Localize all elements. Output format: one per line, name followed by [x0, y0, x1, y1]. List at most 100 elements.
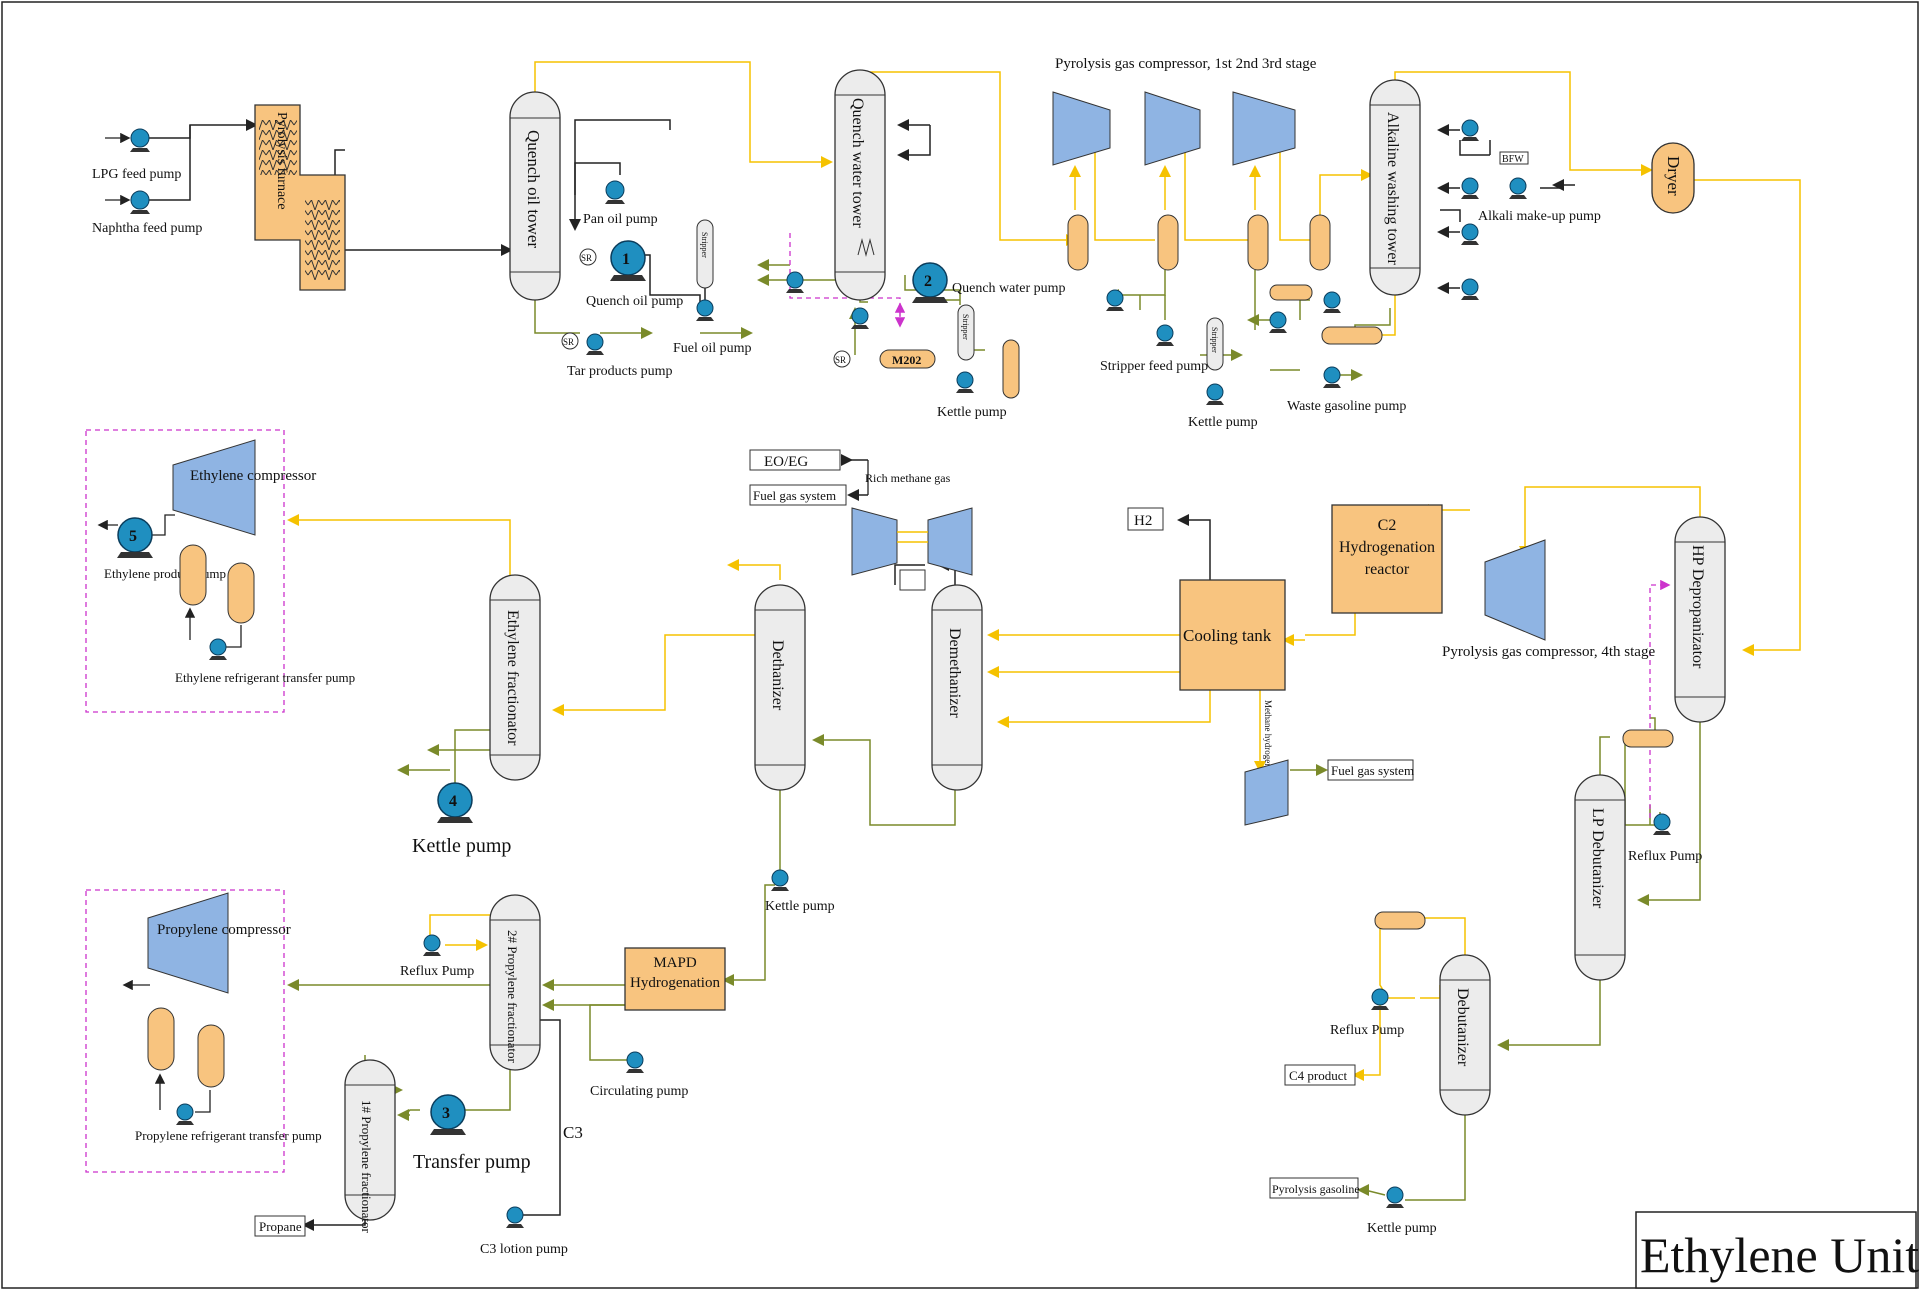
quench-water-pump: 2 Quench water pump: [912, 262, 1066, 303]
debutanizer: Debutanizer: [1439, 954, 1491, 1116]
propylene-fractionator-1: 1# Propylene fractionator: [344, 1059, 396, 1234]
propylene-fractionator-1-label: 1# Propylene fractionator: [359, 1100, 374, 1234]
pump-number-2: 2: [924, 273, 932, 290]
propylene-refrigerant-pump-label: Propylene refrigerant transfer pump: [135, 1128, 322, 1143]
bfw-label: BFW: [1502, 154, 1524, 165]
c3-lotion-pump: C3 lotion pump: [480, 1206, 568, 1257]
cooling-tank-label: Cooling tank: [1183, 626, 1272, 645]
demethanizer: Demethanizer: [931, 584, 983, 791]
pyrolysis-gasoline-label: Pyrolysis gasoline: [1272, 1182, 1360, 1196]
kettle-pump-2-label: Kettle pump: [1188, 415, 1258, 430]
waste-pumps: Waste gasoline pump: [1269, 291, 1406, 414]
debutanizer-label: Debutanizer: [1454, 988, 1471, 1067]
kettle-pump-debut-label: Kettle pump: [1367, 1221, 1437, 1236]
pyrolysis-furnace: Pyrolysis furnace: [254, 104, 346, 291]
kettle-pump-deth: Kettle pump: [765, 869, 835, 914]
quench-oil-pump-label: Quench oil pump: [586, 294, 683, 309]
stripper-feed-pump: Stripper feed pump: [1100, 289, 1208, 374]
kettle-pump-4: 4 Kettle pump: [412, 782, 511, 857]
compressor-4th-label: Pyrolysis gas compressor, 4th stage: [1442, 644, 1655, 660]
pan-oil-pump: Pan oil pump: [583, 180, 658, 227]
ethylene-compressor-label: Ethylene compressor: [190, 468, 316, 484]
alkaline-washing-tower-label: Alkaline washing tower: [1384, 112, 1401, 266]
mapd-hydrogenation: MAPD Hydrogenation: [624, 947, 726, 1011]
hp-depropanizator: HP Depropanizator: [1674, 516, 1726, 723]
kettle-pump-2: Kettle pump: [1188, 383, 1258, 430]
demethanizer-label: Demethanizer: [946, 628, 963, 718]
stripper-2-label: Stripper: [961, 314, 970, 340]
fuel-gas-system-2-label: Fuel gas system: [1331, 763, 1414, 778]
transfer-pump: 3 Transfer pump: [413, 1094, 531, 1173]
stripper-2: Stripper: [957, 304, 1020, 399]
ethylene-product-pump-label: Ethylene product pump: [104, 566, 226, 581]
title-block: Ethylene Unit: [1635, 1211, 1919, 1289]
control-lines: [85, 233, 1671, 1173]
alkaline-washing-tower: Alkaline washing tower: [1369, 79, 1421, 296]
lp-reflux: Reflux Pump: [1622, 729, 1702, 864]
ethylene-compressor: Ethylene compressor: [172, 439, 316, 536]
lp-debutanizer-label: LP Debutanizer: [1589, 808, 1606, 909]
side-pump-qw: [786, 271, 804, 293]
m202-pump: SR M202: [833, 307, 936, 369]
pump-number-4: 4: [449, 793, 457, 810]
propylene-fractionator-2: 2# Propylene fractionator: [489, 894, 541, 1071]
reflux-pump-lp-label: Reflux Pump: [1628, 849, 1702, 864]
ethylene-product-pump: 5 Ethylene product pump Ethylene refrige…: [97, 514, 355, 685]
hp-depropanizator-label: HP Depropanizator: [1689, 545, 1706, 669]
dryer: Dryer: [1651, 142, 1695, 214]
m202-label: M202: [892, 353, 921, 367]
lpg-feed-pump: LPG feed pump: [92, 128, 181, 182]
interstage-drums: [1067, 214, 1383, 345]
quench-water-tower: Quench water tower: [834, 69, 886, 301]
reflux-pump-2p-label: Reflux Pump: [400, 964, 474, 979]
propylene-compressor: Propylene compressor Propylene refrigera…: [122, 892, 322, 1143]
naphtha-feed-pump-label: Naphtha feed pump: [92, 221, 202, 236]
fuel-oil-pump: Fuel oil pump: [673, 299, 752, 356]
tar-products-pump-label: Tar products pump: [567, 364, 673, 379]
circulating-pump-label: Circulating pump: [590, 1084, 688, 1099]
sr-label-2: SR: [563, 337, 574, 347]
kettle-pump-1-label: Kettle pump: [937, 405, 1007, 420]
lpg-feed-pump-label: LPG feed pump: [92, 167, 181, 182]
propane-label: Propane: [259, 1219, 302, 1234]
transfer-pump-label: Transfer pump: [413, 1151, 531, 1173]
methane-hydrogen-label: Methane hydrogen: [1263, 700, 1273, 768]
c2-hydrogenation-reactor-label: C2 Hydrogenation reactor: [1339, 517, 1435, 578]
c3-lotion-pump-label: C3 lotion pump: [480, 1242, 568, 1257]
stripper-1: Stripper: [696, 219, 714, 289]
kettle-pump-1: Kettle pump: [937, 371, 1007, 420]
circulating-pump: Circulating pump: [590, 1051, 688, 1099]
h2-label: H2: [1134, 513, 1152, 529]
pyrolysis-furnace-label: Pyrolysis furnace: [274, 112, 289, 210]
ethylene-fractionator-label: Ethylene fractionator: [504, 610, 521, 746]
fuel-gas-system-1-label: Fuel gas system: [753, 488, 836, 503]
stripper-3-label: Stripper: [1210, 327, 1219, 353]
dryer-label: Dryer: [1664, 156, 1683, 196]
pyrolysis-compressor-123: Pyrolysis gas compressor, 1st 2nd 3rd st…: [1052, 56, 1317, 166]
c2-hydrogenation-reactor: C2 Hydrogenation reactor: [1331, 504, 1443, 614]
rich-methane-gas-label: Rich methane gas: [865, 471, 951, 485]
debutanizer-kettle: Pyrolysis gasoline Kettle pump: [1269, 1177, 1437, 1236]
page-title: Ethylene Unit: [1640, 1227, 1919, 1283]
pump-number-5: 5: [129, 528, 137, 545]
c4-product-label: C4 product: [1289, 1068, 1348, 1083]
tar-products-pump: SR Tar products pump: [561, 332, 673, 379]
mapd-hydrogenation-label: MAPD Hydrogenation: [630, 955, 720, 991]
ethylene-fractionator: Ethylene fractionator: [489, 574, 541, 781]
pump-number-3: 3: [442, 1105, 450, 1122]
sr-label-1: SR: [581, 253, 592, 263]
reflux-pump-debut-label: Reflux Pump: [1330, 1023, 1404, 1038]
pyrolysis-compressor-4th: Pyrolysis gas compressor, 4th stage: [1442, 539, 1655, 660]
ethylene-refrigerant-pump-label: Ethylene refrigerant transfer pump: [175, 670, 355, 685]
quench-oil-tower-label: Quench oil tower: [524, 130, 543, 248]
compressor-123-label: Pyrolysis gas compressor, 1st 2nd 3rd st…: [1055, 56, 1317, 72]
pan-oil-pump-label: Pan oil pump: [583, 212, 658, 227]
quench-oil-pump: 1 SR Quench oil pump: [579, 240, 683, 309]
kettle-pump-deth-label: Kettle pump: [765, 899, 835, 914]
kettle-pump-4-label: Kettle pump: [412, 835, 511, 857]
cooling-tank: Cooling tank Methane hydrogen Fuel gas s…: [1179, 579, 1414, 826]
eo-eg-label: EO/EG: [764, 454, 808, 470]
propylene-fractionator-2-label: 2# Propylene fractionator: [505, 930, 520, 1064]
propane-box: Propane: [254, 1215, 306, 1237]
